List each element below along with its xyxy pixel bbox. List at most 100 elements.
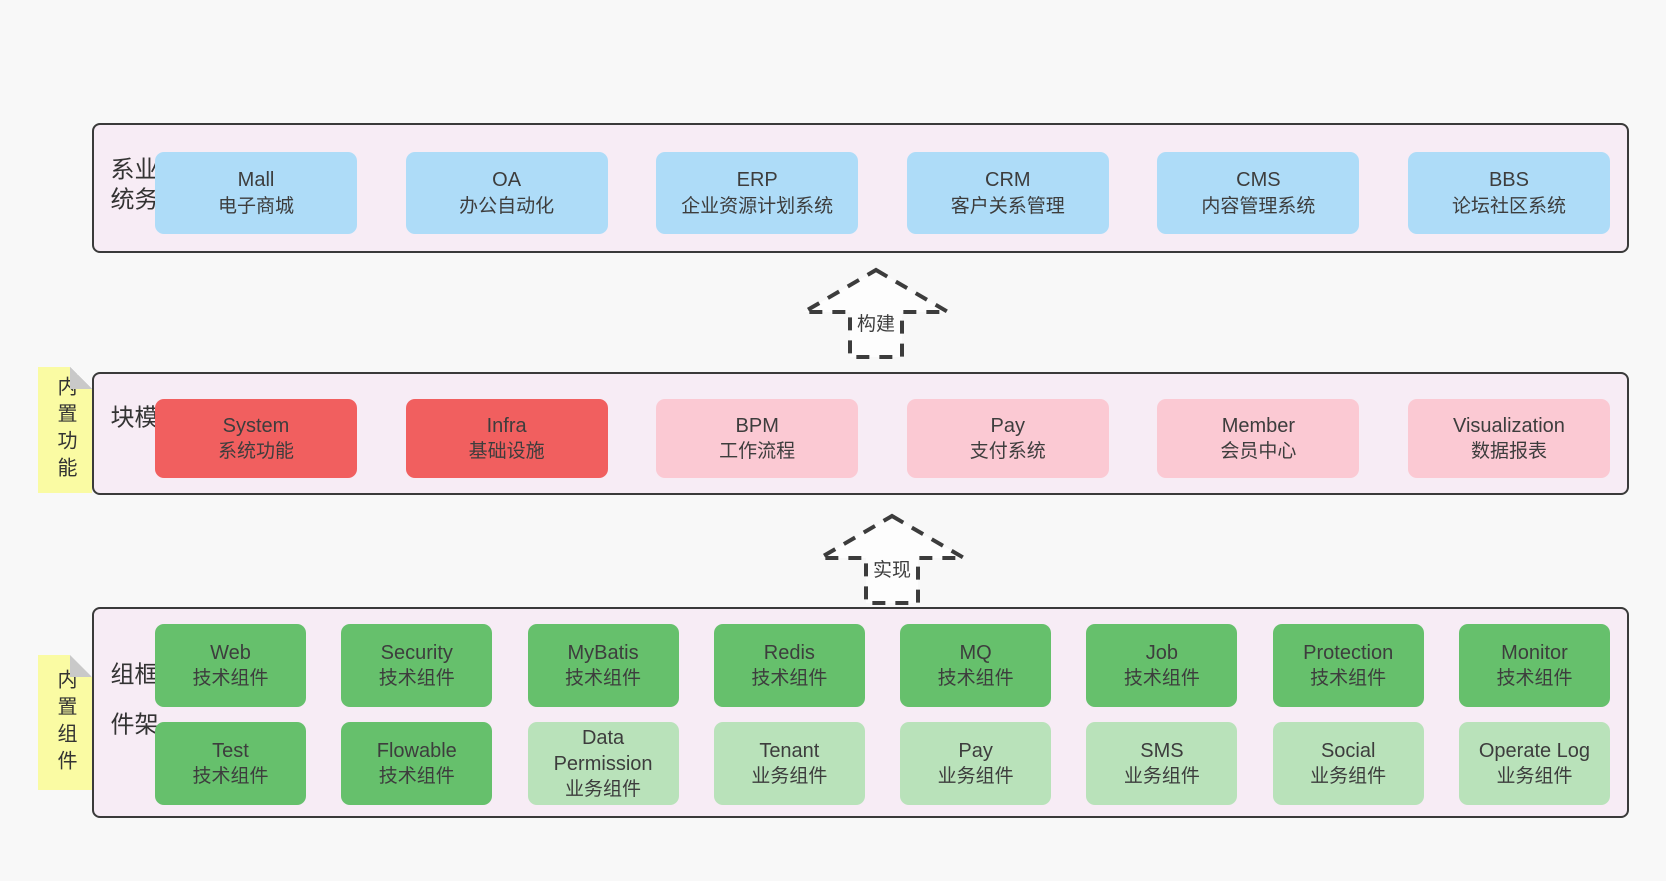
box-title: Data Permission xyxy=(553,726,653,775)
box-flowable: Flowable 技术组件 xyxy=(341,722,493,805)
box-subtitle: 业务组件 xyxy=(751,766,828,788)
box-subtitle: 技术组件 xyxy=(1310,668,1387,690)
box-subtitle: 技术组件 xyxy=(751,668,828,690)
box-subtitle: 技术组件 xyxy=(378,766,455,788)
box-subtitle: 技术组件 xyxy=(1496,668,1573,690)
arrow-label: 实现 xyxy=(873,559,911,581)
box-subtitle: 支付系统 xyxy=(969,441,1046,463)
layer-common-modules: 通用模块 System系统功能Infra基础设施BPM工作流程Pay支付系统Me… xyxy=(92,372,1629,495)
box-pay: Pay 支付系统 xyxy=(906,399,1109,478)
box-bbs: BBS 论坛社区系统 xyxy=(1407,152,1610,234)
box-subtitle: 业务组件 xyxy=(1123,766,1200,788)
box-title: Security xyxy=(380,641,453,664)
box-tenant: Tenant 业务组件 xyxy=(713,722,865,805)
box-security: Security 技术组件 xyxy=(341,624,493,707)
box-title: Visualization xyxy=(1453,414,1565,437)
box-title: Social xyxy=(1320,739,1376,762)
box-bpm: BPM 工作流程 xyxy=(656,399,859,478)
box-title: MyBatis xyxy=(567,641,639,664)
box-title: Pay xyxy=(990,414,1026,437)
box-subtitle: 业务组件 xyxy=(565,779,642,801)
layer-business-systems: 业务系统 Mall 电子商城 OA 办公自动化 ERP 企业资源计划系统 CRM 客户关系管理… xyxy=(92,123,1629,253)
box-subtitle: 业务组件 xyxy=(1496,766,1573,788)
box-title: Mall xyxy=(237,169,275,192)
box-title: Tenant xyxy=(759,739,820,762)
box-crm: CRM 客户关系管理 xyxy=(906,152,1109,234)
box-subtitle: 技术组件 xyxy=(937,668,1014,690)
box-test: Test 技术组件 xyxy=(155,722,306,805)
box-title: Test xyxy=(212,739,249,762)
arrow-label: 构建 xyxy=(857,313,895,335)
box-subtitle: 办公自动化 xyxy=(459,195,555,217)
box-sms: SMS 业务组件 xyxy=(1086,722,1238,805)
box-subtitle: 技术组件 xyxy=(192,766,269,788)
box-subtitle: 会员中心 xyxy=(1220,441,1297,463)
box-mybatis: MyBatis 技术组件 xyxy=(527,624,679,707)
box-subtitle: 数据报表 xyxy=(1470,441,1547,463)
box-redis: Redis 技术组件 xyxy=(713,624,865,707)
layer-label-framework-components: 框架组件 xyxy=(106,660,157,761)
box-title: Redis xyxy=(763,641,815,664)
box-title: Web xyxy=(210,641,251,664)
box-job: Job 技术组件 xyxy=(1086,624,1238,707)
box-subtitle: 技术组件 xyxy=(1123,668,1200,690)
page-fold-corner xyxy=(70,367,92,389)
box-row: Mall 电子商城 OA 办公自动化 ERP 企业资源计划系统 CRM 客户关系管理 CMS 内容… xyxy=(155,152,1610,234)
box-data-permission: Data Permission 业务组件 xyxy=(527,722,679,805)
sticky-note-label: 内置功能 xyxy=(54,376,76,484)
box-title: Member xyxy=(1221,414,1296,437)
box-pay: Pay 业务组件 xyxy=(900,722,1052,805)
box-title: OA xyxy=(492,169,522,192)
sticky-note-builtin-components: 内置组件 xyxy=(38,655,92,790)
box-title: BBS xyxy=(1488,169,1529,192)
box-oa: OA 办公自动化 xyxy=(405,152,608,234)
box-title: Job xyxy=(1145,641,1179,664)
page-fold-corner xyxy=(70,655,92,677)
arrow-implement-icon: 实现 xyxy=(816,513,968,605)
box-title: Flowable xyxy=(376,739,457,762)
box-title: Monitor xyxy=(1501,641,1568,664)
box-title: Pay xyxy=(958,739,993,762)
box-subtitle: 电子商城 xyxy=(217,195,294,217)
box-title: CMS xyxy=(1236,169,1281,192)
box-subtitle: 工作流程 xyxy=(719,441,796,463)
box-title: System xyxy=(222,414,290,437)
box-subtitle: 客户关系管理 xyxy=(950,195,1065,217)
box-mall: Mall 电子商城 xyxy=(155,152,357,234)
box-infra: Infra 基础设施 xyxy=(405,399,608,478)
arrow-build-icon: 构建 xyxy=(800,267,952,359)
box-subtitle: 技术组件 xyxy=(565,668,642,690)
box-title: Protection xyxy=(1303,641,1394,664)
box-subtitle: 基础设施 xyxy=(468,441,545,463)
box-protection: Protection 技术组件 xyxy=(1272,624,1424,707)
layer-label-business-systems: 业务系统 xyxy=(106,156,157,217)
box-web: Web 技术组件 xyxy=(155,624,306,707)
box-title: BPM xyxy=(735,414,779,437)
box-title: Operate Log xyxy=(1478,739,1591,762)
box-monitor: Monitor 技术组件 xyxy=(1458,624,1610,707)
box-title: Infra xyxy=(486,414,527,437)
box-mq: MQ 技术组件 xyxy=(900,624,1052,707)
box-operate-log: Operate Log 业务组件 xyxy=(1458,722,1610,805)
box-subtitle: 技术组件 xyxy=(192,668,269,690)
box-title: ERP xyxy=(736,169,778,192)
box-title: MQ xyxy=(959,641,992,664)
box-title: CRM xyxy=(985,169,1031,192)
sticky-note-builtin-features: 内置功能 xyxy=(38,367,92,493)
sticky-note-label: 内置组件 xyxy=(54,668,76,777)
box-title: SMS xyxy=(1140,739,1184,762)
box-erp: ERP 企业资源计划系统 xyxy=(656,152,859,234)
box-member: Member 会员中心 xyxy=(1157,399,1360,478)
box-subtitle: 内容管理系统 xyxy=(1201,195,1316,217)
box-subtitle: 论坛社区系统 xyxy=(1451,195,1566,217)
box-subtitle: 企业资源计划系统 xyxy=(681,195,834,217)
box-subtitle: 业务组件 xyxy=(937,766,1014,788)
box-subtitle: 技术组件 xyxy=(378,668,455,690)
